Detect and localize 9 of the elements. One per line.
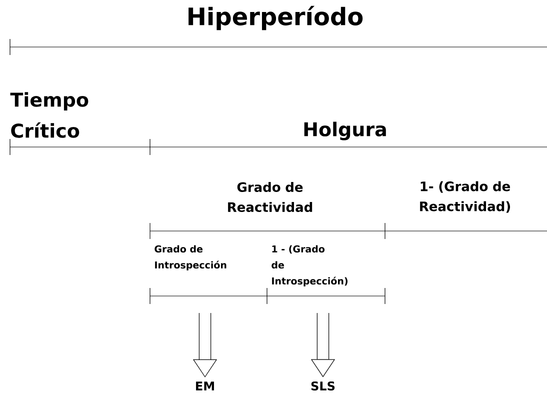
text-label: 1 - (Grado de Introspección) bbox=[272, 245, 348, 286]
heading: Tiempo Crítico bbox=[10, 92, 88, 138]
text-label: Grado de Introspección bbox=[154, 245, 226, 270]
title: Hiperperíodo bbox=[188, 6, 363, 30]
text-label: SLS bbox=[311, 381, 335, 391]
segment-label: Grado de Reactividad bbox=[228, 182, 312, 212]
segment-label: 1- (Grado de Reactividad) bbox=[420, 181, 510, 213]
text-label: EM bbox=[196, 382, 214, 390]
heading: Holgura bbox=[304, 122, 386, 140]
